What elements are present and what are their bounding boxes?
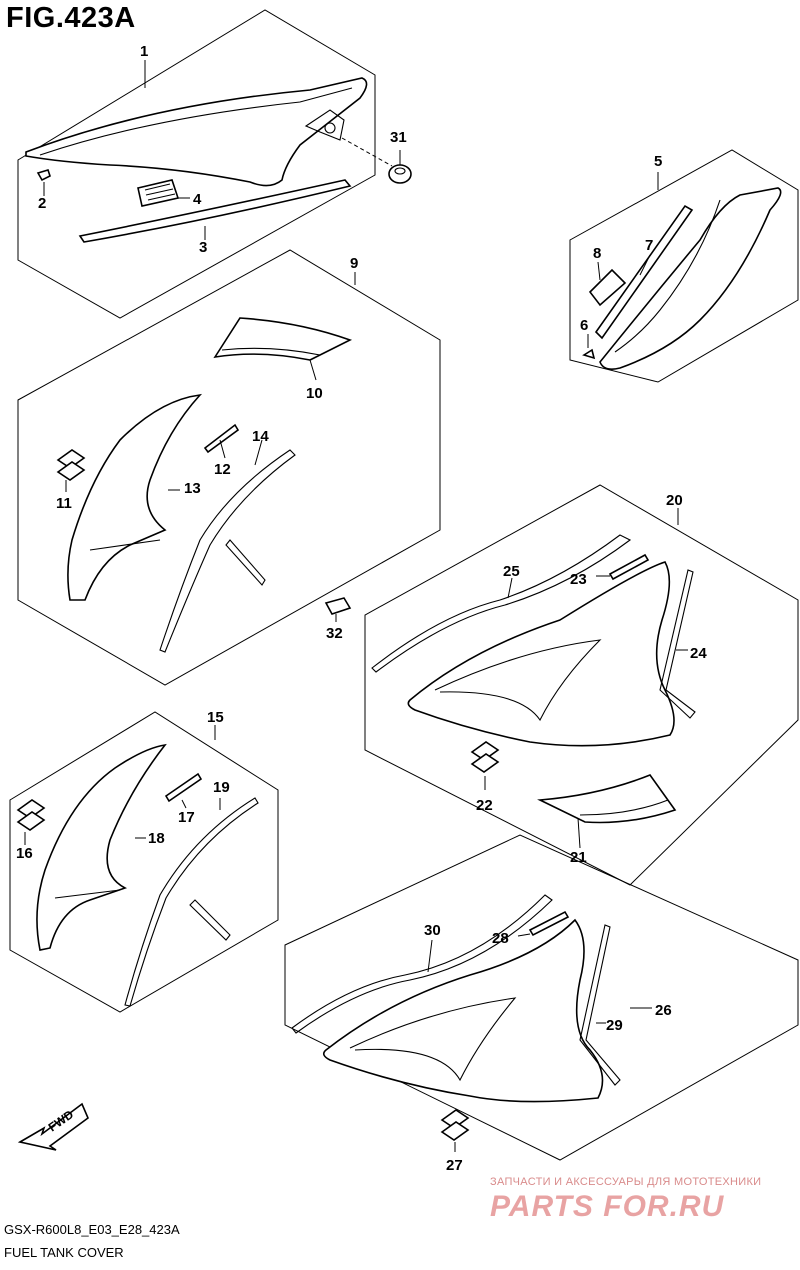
part-12-strip <box>203 423 240 454</box>
group-box-15 <box>9 711 279 1013</box>
callout-26: 26 <box>655 1002 672 1019</box>
part-6-clip <box>582 348 596 360</box>
callout-18: 18 <box>148 830 165 847</box>
part-5-side-cover <box>599 187 782 370</box>
callout-9: 9 <box>350 255 358 272</box>
callout-11: 11 <box>56 495 72 512</box>
callout-25: 25 <box>503 563 520 580</box>
part-23-strip <box>608 553 650 581</box>
group-box-26 <box>284 834 799 1161</box>
callout-1: 1 <box>140 43 148 60</box>
part-26-tank-cover <box>322 918 604 1103</box>
part-20-tank-cover <box>407 561 675 747</box>
fwd-arrow-icon: FWD <box>17 1102 89 1151</box>
figure-title: FIG.423A <box>6 2 136 34</box>
part-16-suzuki-emblem <box>16 799 46 831</box>
callout-32: 32 <box>326 625 343 642</box>
callout-28: 28 <box>492 930 509 947</box>
figure-name: FUEL TANK COVER <box>4 1245 124 1260</box>
part-18-side-panel <box>36 743 167 951</box>
part-29-trim <box>579 924 621 1086</box>
callout-16: 16 <box>16 845 33 862</box>
part-31-grommet <box>388 164 412 184</box>
part-24-trim <box>659 569 696 719</box>
callout-30: 30 <box>424 922 441 939</box>
part-4-mesh-pad <box>137 179 180 207</box>
figure-code: GSX-R600L8_E03_E28_423A <box>4 1222 180 1237</box>
callout-8: 8 <box>593 245 601 262</box>
part-28-strip <box>528 910 570 937</box>
part-25-trim <box>371 534 632 673</box>
callout-13: 13 <box>184 480 201 497</box>
part-3-trim-strip <box>78 179 352 243</box>
group-box-9 <box>17 249 441 686</box>
part-19-trim <box>124 797 259 1007</box>
callout-15: 15 <box>207 709 224 726</box>
callout-29: 29 <box>606 1017 623 1034</box>
callout-6: 6 <box>580 317 588 334</box>
watermark-tagline: ЗАПЧАСТИ И АКСЕССУАРЫ ДЛЯ МОТОТЕХНИКИ <box>490 1176 762 1188</box>
group-box-5 <box>569 149 799 383</box>
part-13-side-panel <box>67 393 203 601</box>
callout-12: 12 <box>214 461 231 478</box>
part-22-suzuki-emblem <box>470 741 500 773</box>
group-box-20 <box>364 484 799 886</box>
callout-14: 14 <box>252 428 269 445</box>
callout-4: 4 <box>193 191 202 208</box>
part-30-trim <box>291 894 553 1034</box>
part-17-strip <box>164 772 203 803</box>
callout-2: 2 <box>38 195 46 212</box>
callout-22: 22 <box>476 797 493 814</box>
callout-31: 31 <box>390 129 407 146</box>
part-27-suzuki-emblem <box>440 1109 470 1141</box>
part-21-pad <box>537 774 677 824</box>
part-11-suzuki-emblem <box>56 449 86 481</box>
callout-19: 19 <box>213 779 230 796</box>
watermark-logo: PARTS FOR.RU <box>490 1190 725 1223</box>
callout-20: 20 <box>666 492 683 509</box>
part-14-trim <box>159 449 296 653</box>
callout-21: 21 <box>570 849 587 866</box>
callout-numbers: 1234315678910111213143220212223242515161… <box>16 43 707 1174</box>
part-10-pad <box>213 317 353 361</box>
part-8-pad <box>588 268 627 307</box>
callout-10: 10 <box>306 385 323 402</box>
callout-17: 17 <box>178 809 195 826</box>
callout-5: 5 <box>654 153 662 170</box>
callout-27: 27 <box>446 1157 463 1174</box>
callout-24: 24 <box>690 645 707 662</box>
part-32-clip <box>324 597 352 615</box>
callout-23: 23 <box>570 571 587 588</box>
part-1-tank-cover-top <box>25 77 368 187</box>
callout-3: 3 <box>199 239 207 256</box>
part-7-trim-strip <box>594 204 694 340</box>
group-box-1 <box>17 9 376 319</box>
callout-7: 7 <box>645 237 653 254</box>
part-2-clip <box>36 169 51 182</box>
